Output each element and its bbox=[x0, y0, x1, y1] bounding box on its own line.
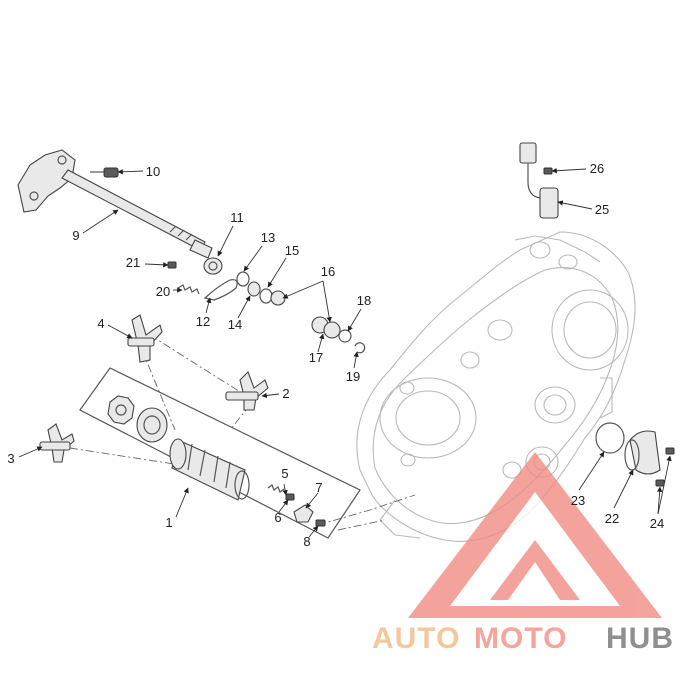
callout-11: 11 bbox=[230, 210, 244, 225]
callout-12: 12 bbox=[196, 314, 210, 329]
side-cover-group bbox=[595, 422, 675, 487]
callout-labels: 1 2 3 4 5 6 7 8 9 10 11 12 13 14 15 16 1… bbox=[7, 161, 664, 549]
bearing-group bbox=[311, 316, 366, 354]
shift-fork-2 bbox=[225, 371, 269, 411]
callout-8: 8 bbox=[303, 534, 310, 549]
callout-24: 24 bbox=[650, 516, 664, 531]
watermark-text-moto: MOTO bbox=[474, 622, 567, 655]
callout-21: 21 bbox=[126, 255, 140, 270]
shift-drum-assembly bbox=[79, 367, 361, 539]
callout-25: 25 bbox=[595, 202, 609, 217]
gear-shift-shaft bbox=[17, 149, 213, 259]
callout-5: 5 bbox=[281, 466, 288, 481]
callout-16: 16 bbox=[321, 264, 335, 279]
callout-20: 20 bbox=[156, 284, 170, 299]
shift-fork-4 bbox=[127, 314, 163, 363]
callout-9: 9 bbox=[72, 228, 79, 243]
callout-4: 4 bbox=[97, 316, 104, 331]
callout-1: 1 bbox=[165, 515, 172, 530]
callout-15: 15 bbox=[285, 243, 299, 258]
callout-18: 18 bbox=[357, 293, 371, 308]
watermark-text-hub: HUB bbox=[606, 622, 674, 655]
callout-19: 19 bbox=[346, 369, 360, 384]
crankcase-cover bbox=[356, 231, 636, 542]
part-10-bolt bbox=[90, 167, 119, 178]
callout-3: 3 bbox=[7, 451, 14, 466]
callout-23: 23 bbox=[571, 493, 585, 508]
leader-lines bbox=[18, 168, 672, 538]
shift-hardware-group bbox=[167, 257, 286, 306]
gear-position-sensor bbox=[519, 142, 559, 219]
watermark-logo bbox=[408, 452, 662, 618]
callout-26: 26 bbox=[590, 161, 604, 176]
callout-17: 17 bbox=[309, 350, 323, 365]
callout-22: 22 bbox=[605, 511, 619, 526]
watermark-text-auto: AUTO bbox=[372, 622, 460, 655]
callout-7: 7 bbox=[315, 480, 322, 495]
callout-10: 10 bbox=[146, 164, 160, 179]
callout-14: 14 bbox=[228, 317, 242, 332]
callout-13: 13 bbox=[261, 230, 275, 245]
callout-2: 2 bbox=[282, 386, 289, 401]
shift-fork-3 bbox=[39, 423, 75, 463]
watermark-text: AUTO MOTO HUB bbox=[372, 622, 674, 655]
callout-6: 6 bbox=[274, 510, 281, 525]
